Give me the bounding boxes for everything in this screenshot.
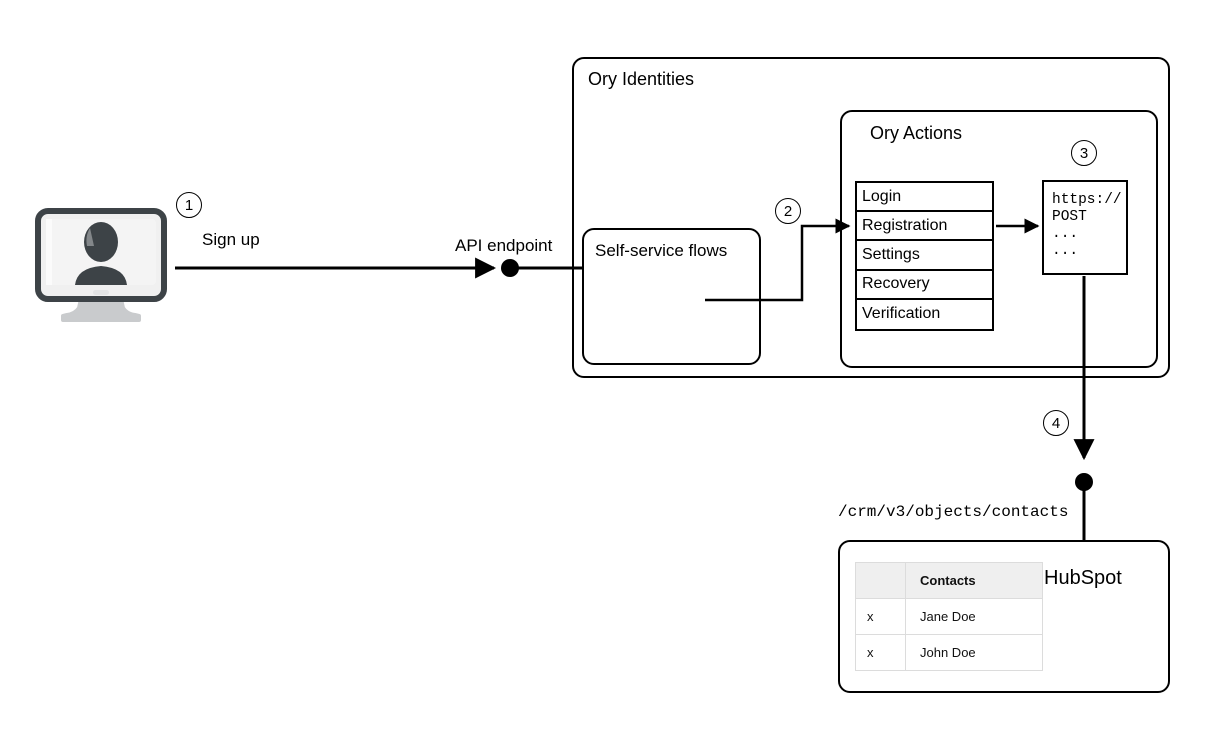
webhook-line-url: https://	[1052, 192, 1122, 208]
hubspot-container	[838, 540, 1170, 693]
ory-identities-title: Ory Identities	[588, 69, 695, 89]
table-row[interactable]: x John Doe	[855, 634, 1043, 671]
ory-actions-title: Ory Actions	[870, 123, 963, 143]
flow-item-registration[interactable]: Registration	[857, 212, 992, 242]
table-header-row: Contacts	[855, 562, 1043, 599]
flow-item-verification[interactable]: Verification	[857, 299, 992, 329]
row-select-marker[interactable]: x	[855, 634, 906, 671]
self-service-flows-title: Self-service flows	[595, 241, 728, 260]
hubspot-title: HubSpot	[1044, 567, 1122, 589]
table-header-select	[855, 562, 906, 599]
row-select-marker[interactable]: x	[855, 598, 906, 635]
flow-item-settings[interactable]: Settings	[857, 241, 992, 271]
step-badge-4: 4	[1043, 410, 1069, 436]
signup-label: Sign up	[202, 230, 260, 249]
selfservice-to-registration-connector	[705, 218, 851, 302]
ory-actions-container	[840, 110, 1158, 368]
api-endpoint-label: API endpoint	[455, 236, 553, 255]
ory-actions-flow-list: Login Registration Settings Recovery Ver…	[855, 181, 994, 331]
table-header-contacts: Contacts	[905, 562, 1043, 599]
row-contact-name: Jane Doe	[905, 598, 1043, 635]
webhook-payload-box: https:// POST ... ...	[1042, 180, 1128, 275]
table-row[interactable]: x Jane Doe	[855, 598, 1043, 635]
self-service-flows-box	[582, 228, 761, 365]
step-badge-3: 3	[1071, 140, 1097, 166]
webhook-line-ellipsis-2: ...	[1052, 243, 1079, 259]
row-contact-name: John Doe	[905, 634, 1043, 671]
ory-identities-container	[572, 57, 1170, 378]
step-badge-2: 2	[775, 198, 801, 224]
webhook-line-method: POST	[1052, 209, 1087, 225]
flow-item-recovery[interactable]: Recovery	[857, 270, 992, 300]
api-endpoint-dot	[501, 259, 519, 277]
webhook-line-ellipsis-1: ...	[1052, 226, 1079, 242]
flow-item-login[interactable]: Login	[857, 183, 992, 213]
hubspot-contacts-table: Contacts x Jane Doe x John Doe	[855, 562, 1043, 671]
step-badge-1: 1	[176, 192, 202, 218]
user-monitor-icon	[35, 208, 167, 328]
hubspot-api-path-label: /crm/v3/objects/contacts	[838, 503, 1069, 521]
